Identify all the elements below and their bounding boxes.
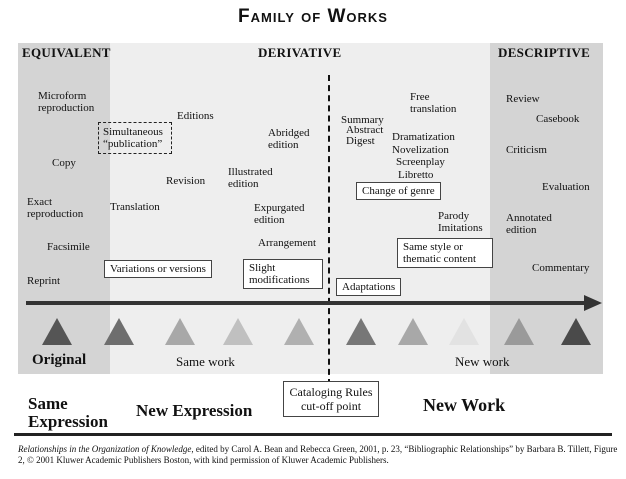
bottom-rule [14,433,612,436]
triangle-icon [561,318,591,345]
change-of-genre-box: Change of genre [356,182,441,200]
item-microform-reproduction: Microform reproduction [38,90,95,114]
item-illustrated-edition: Illustrated edition [228,166,273,190]
cutoff-line-1: Cataloging Rules [289,385,373,399]
item-digest: Digest [346,135,375,147]
item-abridged-edition: Abridged edition [268,127,310,151]
diagram-title: Family of Works [238,6,388,27]
equivalent-header: EQUIVALENT [22,45,111,60]
item-dramatization: Dramatization [392,131,455,143]
caption-text: , edited by Carol A. Bean and Rebecca Gr… [18,444,618,465]
same-work-label: Same work [176,354,235,369]
new-expression-label: New Expression [136,401,253,420]
item-review: Review [506,93,540,105]
continuum-arrow-head-icon [584,295,602,311]
item-free-translation: Free translation [410,91,457,115]
new-work-bottom-label: New Work [423,395,506,415]
item-revision: Revision [166,175,206,187]
item-casebook: Casebook [536,113,580,125]
item-exact-reproduction: Exact reproduction [27,196,84,220]
item-translation: Translation [110,201,160,213]
variations-box: Variations or versions [104,260,212,278]
descriptive-header: DESCRIPTIVE [498,45,591,60]
item-libretto: Libretto [398,169,434,181]
item-arrangement: Arrangement [258,237,317,249]
item-summary: Summary [341,114,384,126]
triangle-icon [284,318,314,345]
original-label: Original [32,352,87,368]
cutoff-divider-line [328,75,330,385]
triangle-icon [165,318,195,345]
triangle-icon [223,318,253,345]
caption-book-title: Relationships in the Organization of Kno… [18,444,192,454]
item-expurgated-edition: Expurgated edition [254,202,305,226]
item-editions: Editions [177,110,214,122]
continuum-arrow-line [26,301,586,305]
slight-modifications-box: Slight modifications [243,259,323,289]
triangle-icon [346,318,376,345]
item-copy: Copy [52,157,76,169]
same-expression-label: Same Expression [28,394,108,431]
item-commentary: Commentary [532,262,590,274]
item-criticism: Criticism [506,144,547,156]
item-novelization: Novelization [392,144,449,156]
item-screenplay: Screenplay [396,156,445,168]
simultaneous-publication-box: Simultaneous “publication” [98,122,172,154]
new-work-label: New work [455,354,510,369]
item-abstract: Abstract [346,124,384,136]
cutoff-line-2: cut-off point [300,399,362,413]
triangle-icon [398,318,428,345]
figure-caption: Relationships in the Organization of Kno… [18,444,618,466]
cataloging-cutoff-box: Cataloging Rules cut-off point [283,381,379,417]
triangle-icon [104,318,134,345]
item-annotated-edition: Annotated edition [506,212,552,236]
item-imitations: Imitations [438,222,483,234]
item-reprint: Reprint [27,275,60,287]
triangle-icon [449,318,479,345]
adaptations-box: Adaptations [336,278,402,296]
item-evaluation: Evaluation [542,181,590,193]
triangle-icon [504,318,534,345]
item-facsimile: Facsimile [47,241,90,253]
item-parody: Parody [438,210,470,222]
same-style-box: Same style or thematic content [397,238,493,268]
derivative-header: DERIVATIVE [258,45,342,60]
triangle-icon [42,318,72,345]
